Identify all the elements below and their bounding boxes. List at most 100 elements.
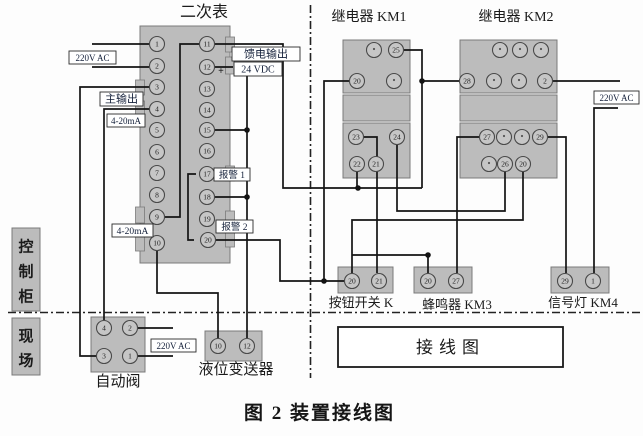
wire-km1-24-to-km2-26 [396, 145, 506, 212]
label-220v-ac-valve-box [150, 338, 197, 353]
wire-t9-to-t11 [165, 43, 199, 218]
secondary-meter-terminal-label: 3 [155, 83, 159, 92]
secondary-meter-notch [135, 206, 145, 224]
label-feed-output: 馈电输出 [244, 46, 288, 60]
zone-control-cabinet-label: 制 [18, 263, 33, 281]
automatic-valve-terminal-label: 3 [102, 352, 106, 361]
secondary-meter-terminal-label: 17 [203, 170, 211, 179]
level-transmitter-terminal-10 [209, 337, 227, 355]
wire-km2-20-common [351, 172, 524, 273]
secondary-meter-terminal-label: 14 [203, 106, 211, 115]
zone-field-label: 现 [18, 328, 33, 345]
relay-km1-terminal-23 [347, 128, 365, 146]
relay-km2-terminal-label: 20 [519, 160, 527, 169]
automatic-valve-terminal-label: 2 [128, 324, 132, 333]
signal-lamp-km4-title: 信号灯 KM4 [548, 295, 618, 310]
relay-km2-terminal-label: 2 [543, 77, 547, 86]
secondary-meter-terminal-20 [199, 231, 217, 249]
signal-lamp-km4-terminal-label: 1 [591, 277, 595, 286]
junction-dot [244, 194, 250, 200]
secondary-meter-terminal-3 [148, 78, 166, 96]
relay-km2-terminal-28 [458, 72, 476, 90]
relay-km2-terminal-dot [539, 47, 543, 51]
relay-km2-terminal-dot [492, 78, 496, 82]
label-4-20ma-top: 4-20mA [111, 116, 141, 126]
level-transmitter-terminal-label: 10 [214, 342, 222, 351]
secondary-meter-terminal-label: 4 [155, 105, 159, 114]
wire-km1-20-drop [323, 80, 349, 281]
level-transmitter-terminal-label: 12 [243, 342, 251, 351]
relay-km1-terminal-20 [348, 72, 366, 90]
relay-km2-terminal-dot [502, 134, 506, 138]
label-alarm-2: 报警 2 [221, 221, 247, 233]
signal-lamp-km4-terminal-29 [556, 272, 574, 290]
automatic-valve-terminal-1 [121, 347, 139, 365]
label-alarm-2-box [215, 219, 254, 234]
secondary-meter-terminal-label: 1 [155, 40, 159, 49]
secondary-meter-terminal-14 [198, 101, 216, 119]
figure-caption: 图 2 装置接线图 [243, 403, 395, 424]
relay-km1-terminal-label: 22 [353, 160, 361, 169]
pushbutton-switch-k-terminal-label: 20 [348, 277, 356, 286]
level-transmitter-terminal-12 [238, 337, 256, 355]
pushbutton-switch-k-terminal-21 [370, 272, 388, 290]
secondary-meter-terminal-15 [198, 121, 216, 139]
zone-control-cabinet-label: 柜 [17, 288, 33, 306]
secondary-meter-terminal-label: 8 [155, 191, 159, 200]
label-4-20ma-top-box [106, 113, 146, 128]
secondary-meter-terminal-label: 9 [155, 213, 159, 222]
relay-km2-terminal-26 [496, 155, 514, 173]
relay-km2-terminal-label: 26 [501, 160, 509, 169]
buzzer-km3-title: 蜂鸣器 KM3 [422, 297, 492, 312]
wire-t4-to-valve-4 [103, 108, 149, 320]
label-alarm-1: 报警 1 [219, 169, 245, 181]
label-24vdc: 24 VDC [241, 64, 275, 75]
buzzer-km3-terminal-label: 27 [452, 277, 460, 286]
wire-220v-to-km4-1 [593, 107, 618, 273]
relay-km2-terminal-label: 27 [483, 133, 491, 142]
zone-field [11, 317, 41, 376]
secondary-meter-terminal-7 [148, 164, 166, 182]
signal-lamp-km4-terminal-label: 29 [561, 277, 569, 286]
relay-km2-terminal-2 [536, 72, 554, 90]
junction-dot [419, 78, 425, 84]
relay-km1-terminal-21 [367, 155, 385, 173]
relay-km2-title: 继电器 KM2 [478, 9, 553, 25]
zone-control-cabinet-label: 控 [18, 238, 33, 256]
label-4-20ma-bottom-box [111, 223, 154, 238]
label-4-20ma-bottom: 4-20mA [117, 227, 149, 237]
relay-km2-terminal-label: 28 [463, 77, 471, 86]
relay-km1-terminal-dot [392, 78, 396, 82]
relay-km2-body [459, 94, 558, 122]
relay-km1-terminal-dot [372, 47, 376, 51]
secondary-meter-terminal-12 [198, 58, 216, 76]
buzzer-km3-terminal-label: 20 [424, 277, 432, 286]
relay-km2-terminal-dot [487, 161, 491, 165]
secondary-meter-terminal-16 [198, 142, 216, 160]
wiring-legend-box-label: 接线图 [416, 338, 485, 357]
secondary-meter-terminal-label: 19 [203, 215, 211, 224]
secondary-meter-terminal-11 [198, 35, 216, 53]
secondary-meter-terminal-label: 13 [203, 85, 211, 94]
secondary-meter-terminal-label: 7 [155, 169, 159, 178]
relay-km2-terminal-27 [478, 128, 496, 146]
relay-km1-terminal-24 [388, 128, 406, 146]
relay-km1-terminal-label: 21 [372, 160, 380, 169]
signal-lamp-km4-terminal-1 [584, 272, 602, 290]
label-feed-output-box [231, 46, 301, 62]
secondary-meter-terminal-5 [148, 121, 166, 139]
secondary-meter-terminal-label: 16 [203, 147, 211, 156]
secondary-meter-terminal-18 [198, 188, 216, 206]
wire-t11-feed-bus [215, 43, 422, 189]
automatic-valve-terminal-label: 1 [128, 352, 132, 361]
buzzer-km3-terminal-27 [447, 272, 465, 290]
secondary-meter-terminal-label: 5 [155, 126, 159, 135]
automatic-valve-terminal-4 [95, 319, 113, 337]
relay-km2-terminal-dot [520, 134, 524, 138]
junction-dot [321, 278, 327, 284]
secondary-meter-terminal-label: 18 [203, 193, 211, 202]
wire-t3-to-valve-3 [79, 86, 149, 357]
label-220v-ac-meter-box [68, 50, 117, 65]
